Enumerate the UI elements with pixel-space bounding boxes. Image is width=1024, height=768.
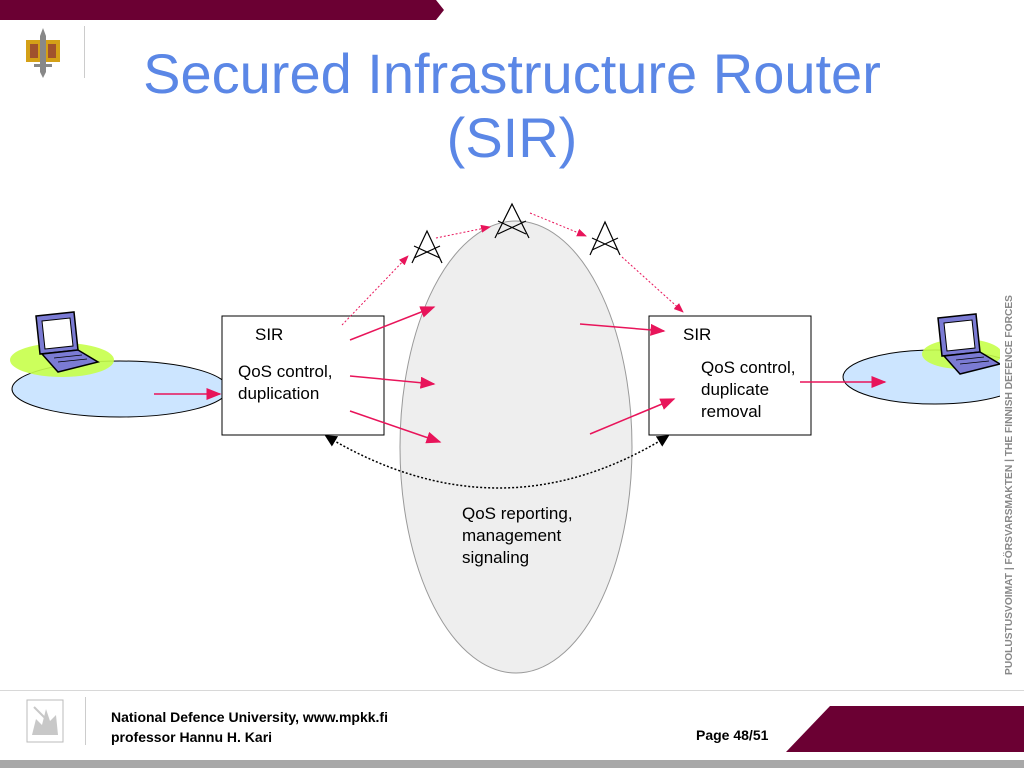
antenna-tower-icon — [589, 220, 621, 256]
wireless-link-arrow — [341, 255, 409, 326]
wireless-link-arrow — [435, 224, 491, 239]
right-sir-box — [648, 315, 812, 436]
slide-title: Secured Infrastructure Router (SIR) — [60, 42, 964, 170]
left-sir-title: SIR — [255, 325, 284, 344]
right-sir-description: QoS control, duplicate removal — [701, 358, 796, 421]
footer-university: National Defence University, www.mpkk.fi — [111, 709, 388, 725]
laptop-icon — [937, 313, 1000, 375]
title-line-1: Secured Infrastructure Router — [143, 42, 881, 105]
core-network-cloud — [399, 220, 633, 674]
footer-emblem-divider — [85, 697, 86, 745]
top-brand-bar — [0, 0, 444, 20]
left-sir-description: QoS control, duplication — [238, 362, 333, 403]
footer-author: professor Hannu H. Kari — [111, 729, 273, 745]
qos-reporting-label: QoS reporting, management signaling — [462, 504, 573, 567]
bottom-brand-bar — [0, 706, 1024, 768]
right-sir-title: SIR — [683, 325, 712, 344]
antenna-tower-icon — [494, 202, 530, 239]
defence-university-emblem-icon — [26, 28, 60, 78]
side-organization-text: PUOLUSTUSVOIMAT | FÖRSVARSMAKTEN | THE F… — [1002, 295, 1015, 675]
emblem-divider — [84, 26, 85, 78]
network-diagram — [10, 202, 1000, 674]
vertical-side-text: PUOLUSTUSVOIMAT | FÖRSVARSMAKTEN | THE F… — [996, 290, 1018, 680]
wireless-link-arrow — [621, 256, 684, 313]
left-sir-box — [221, 315, 385, 436]
antenna-tower-icon — [411, 229, 443, 264]
finnish-lion-emblem-icon — [26, 699, 64, 743]
traffic-arrow — [589, 398, 676, 435]
traffic-arrow — [349, 375, 436, 389]
management-signaling-link — [324, 435, 670, 489]
page-number: Page 48/51 — [696, 727, 769, 743]
title-line-2: (SIR) — [446, 106, 578, 169]
traffic-arrow — [579, 323, 666, 336]
laptop-icon — [35, 311, 100, 373]
traffic-arrow — [349, 306, 436, 341]
footer-divider — [0, 690, 1024, 691]
